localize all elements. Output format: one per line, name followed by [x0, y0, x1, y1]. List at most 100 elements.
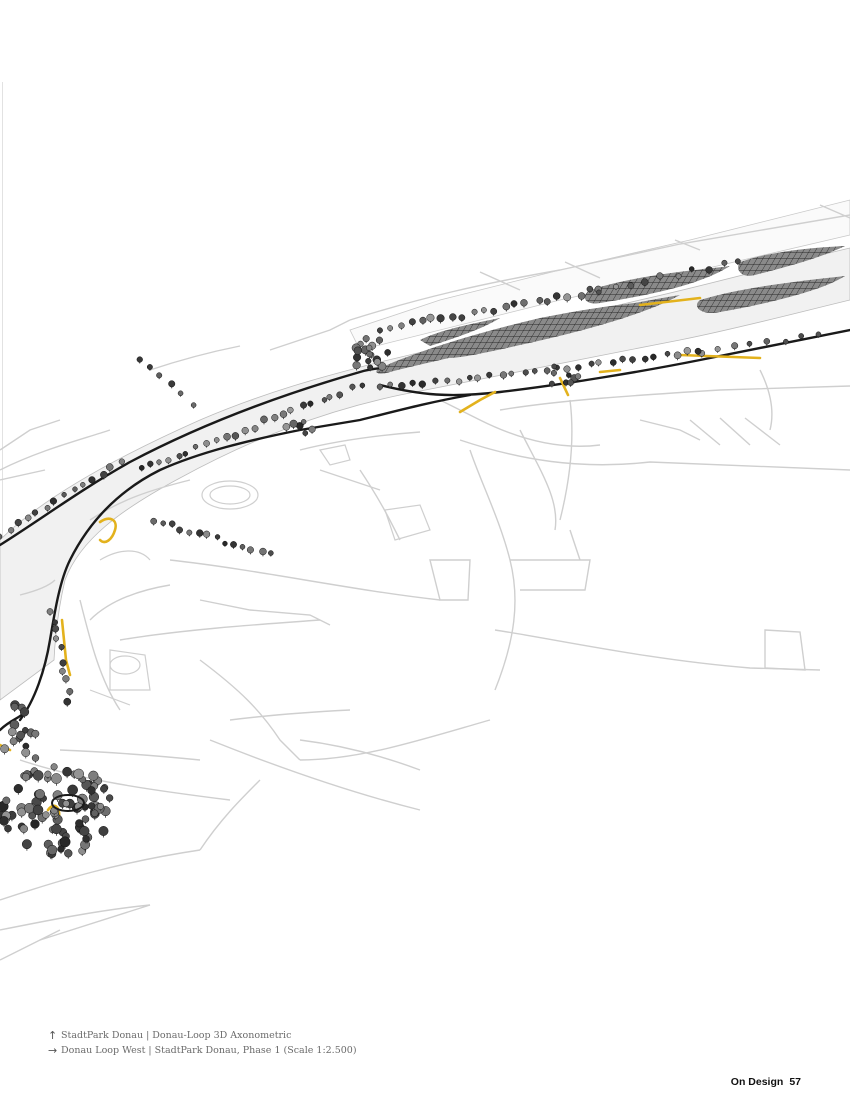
tree-symbol [376, 383, 384, 391]
tree-symbol [619, 355, 626, 364]
tree-symbol [353, 353, 362, 363]
tree-symbol [0, 816, 9, 828]
tree-symbol [160, 520, 166, 527]
tree-symbol [21, 839, 32, 851]
tree-symbol [66, 688, 74, 696]
tree-symbol [287, 406, 294, 415]
tree-symbol [563, 293, 572, 303]
tree-symbol [44, 770, 52, 779]
tree-symbol [352, 361, 361, 371]
tree-symbol [203, 440, 210, 448]
tree-symbol [47, 844, 58, 857]
tree-symbol [0, 533, 3, 540]
tree-symbol [520, 299, 528, 308]
tree-symbol [25, 514, 32, 522]
caption-axonometric: ↑ StadtPark Donau | Donau-Loop 3D Axonom… [48, 1028, 357, 1043]
tree-symbol [387, 325, 394, 332]
tree-symbol [62, 675, 70, 684]
tree-symbol [613, 283, 619, 291]
tree-symbol [300, 419, 307, 426]
tree-symbol [34, 789, 45, 801]
tree-symbol [138, 464, 145, 472]
tree-symbol [177, 390, 184, 397]
tree-symbol [19, 824, 28, 835]
tree-symbol [522, 369, 529, 377]
tree-symbol [377, 362, 387, 372]
tree-symbol [499, 371, 508, 380]
tree-symbol [146, 364, 153, 371]
tree-symbol [783, 338, 789, 346]
tree-symbol [365, 358, 372, 366]
tree-symbol [241, 426, 249, 436]
tree-symbol [251, 425, 259, 434]
tree-symbol [705, 266, 713, 275]
tree-symbol [196, 529, 204, 538]
page-number: 57 [789, 1076, 801, 1088]
tree-symbol [432, 377, 439, 385]
tree-symbol [321, 397, 328, 404]
tree-symbol [176, 526, 183, 535]
tree-symbol [409, 379, 416, 387]
tree-symbol [336, 391, 344, 400]
tree-symbol [63, 697, 72, 707]
tree-symbol [566, 372, 572, 379]
tree-symbol [105, 794, 114, 803]
tree-symbol [231, 432, 240, 441]
tree-symbol [376, 327, 383, 335]
tree-symbol [72, 486, 78, 493]
tree-symbol [165, 457, 172, 465]
tree-symbol [444, 377, 451, 385]
tree-symbol [490, 307, 498, 316]
tree-symbol [49, 497, 57, 506]
tree-symbol [59, 667, 66, 676]
tree-symbol [474, 374, 481, 383]
tree-symbol [552, 292, 561, 301]
tree-symbol [543, 367, 551, 375]
tree-symbol [698, 349, 706, 358]
tree-symbol [62, 800, 70, 809]
tree-symbol [88, 770, 99, 783]
tree-symbol [531, 368, 538, 375]
tree-symbol [90, 809, 99, 819]
tree-symbol [30, 819, 40, 831]
tree-symbol [42, 811, 50, 820]
tree-symbol [156, 459, 162, 466]
tree-symbol [22, 726, 29, 735]
tree-symbol [156, 372, 163, 380]
tree-symbol [268, 550, 274, 557]
tree-symbol [31, 509, 39, 517]
tree-symbol [426, 313, 435, 324]
tree-symbol [59, 836, 71, 850]
tree-symbol [536, 297, 544, 305]
tree-symbol [502, 302, 511, 312]
tree-symbol [683, 347, 691, 356]
page-footer: On Design 57 [731, 1076, 801, 1088]
tree-symbol [4, 824, 12, 834]
tree-symbol [567, 379, 574, 387]
tree-symbol [98, 826, 109, 838]
tree-symbol [46, 608, 54, 616]
tree-symbol [97, 802, 104, 811]
tree-symbol [471, 308, 478, 316]
tree-symbol [223, 432, 231, 442]
tree-symbol [486, 371, 493, 379]
tree-symbol [798, 333, 805, 340]
tree-symbol [100, 470, 108, 480]
tree-symbol [190, 402, 197, 409]
tree-symbol [51, 823, 62, 836]
tree-symbol [673, 351, 682, 361]
tree-symbol [714, 346, 721, 353]
section-title: On Design [730, 1076, 784, 1088]
tree-symbol [373, 358, 381, 367]
tree-symbol [307, 400, 314, 408]
tree-symbol [168, 380, 176, 389]
tree-symbol [650, 353, 657, 362]
tree-symbol [731, 342, 739, 351]
tree-symbol [279, 410, 288, 420]
tree-symbol [182, 451, 189, 458]
tree-symbol [61, 491, 67, 498]
tree-symbol [57, 845, 65, 854]
figure-captions: ↑ StadtPark Donau | Donau-Loop 3D Axonom… [48, 1028, 357, 1058]
tree-symbol [480, 307, 487, 314]
tree-symbol [282, 423, 291, 432]
